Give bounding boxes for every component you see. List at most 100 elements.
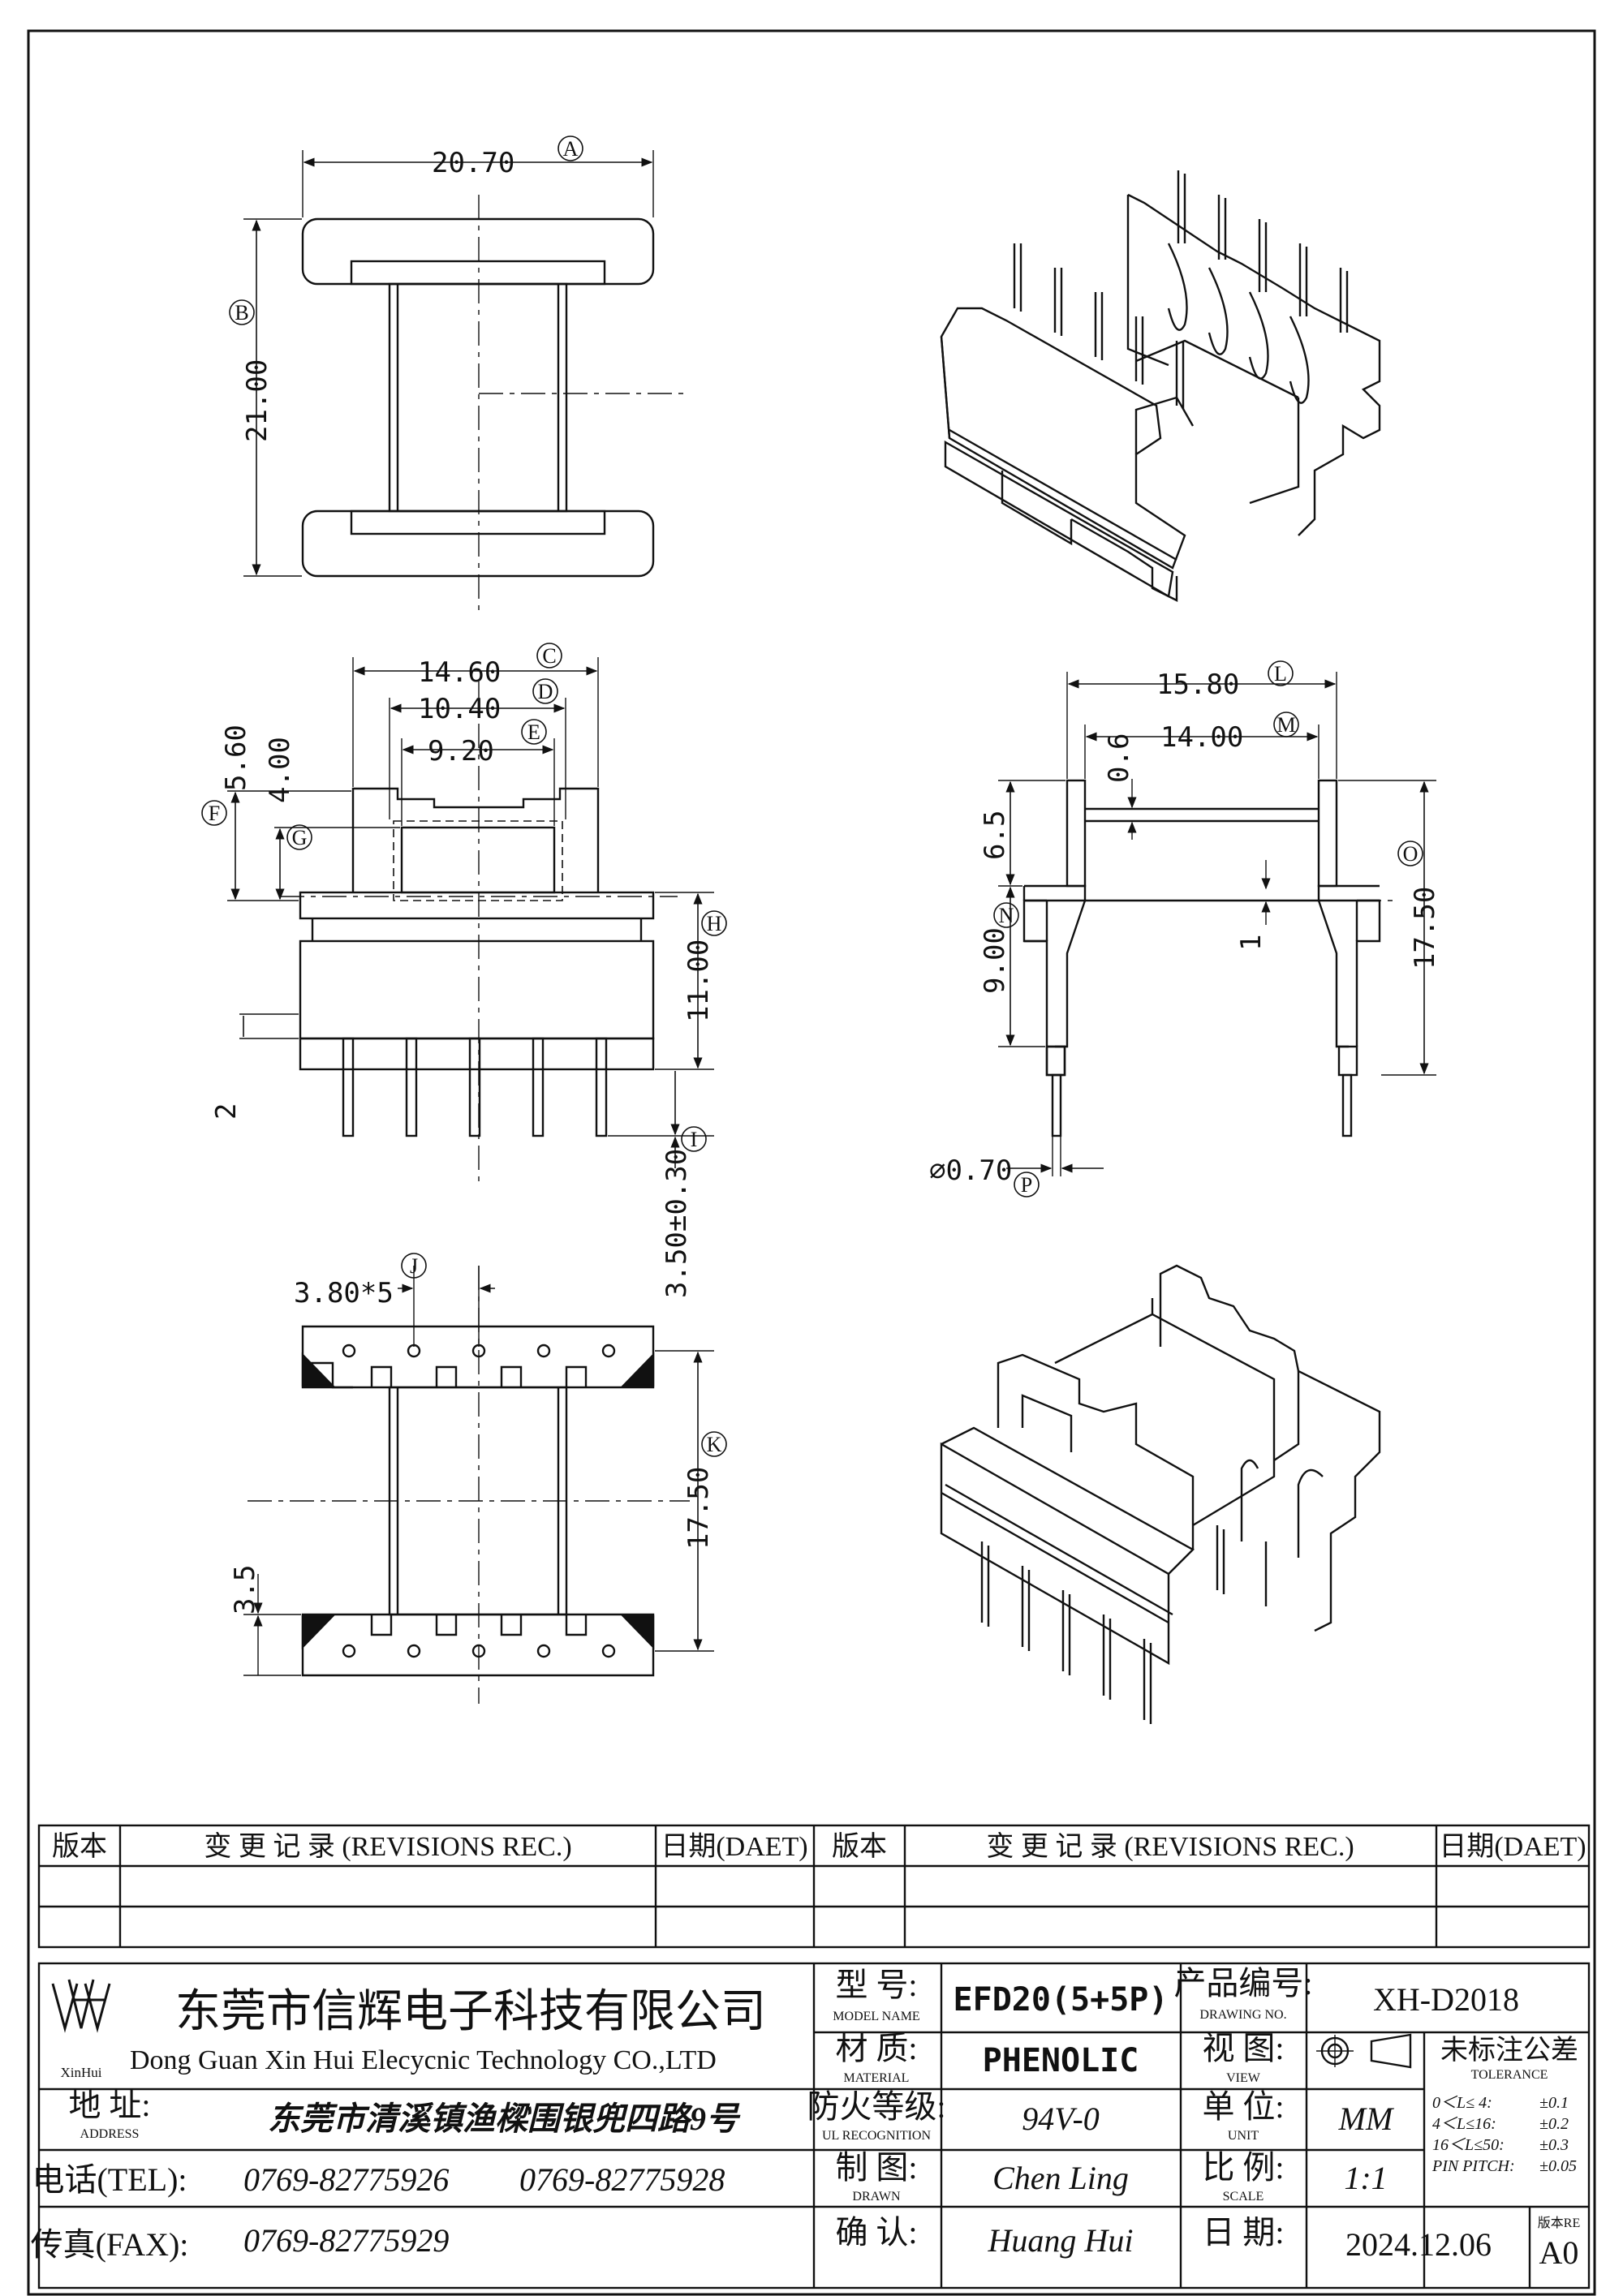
sheet-border — [27, 29, 1596, 2296]
scale-label-en: SCALE — [1223, 2190, 1264, 2204]
view-label: 视 图: — [1202, 2030, 1284, 2066]
drawn-label-en: DRAWN — [852, 2190, 901, 2204]
company-name-en: Dong Guan Xin Hui Elecycnic Technology C… — [130, 2045, 717, 2075]
unit-value: MM — [1338, 2100, 1395, 2137]
address-label: 地 址: — [68, 2087, 150, 2123]
view-label-en: VIEW — [1226, 2071, 1261, 2085]
top-view — [229, 135, 690, 617]
model-label: 型 号: — [835, 1967, 917, 2003]
dim-pin-offset: 2 — [210, 1103, 243, 1120]
date-label: 日 期: — [1202, 2214, 1284, 2251]
version-label: 版本RE — [1538, 2216, 1580, 2230]
dim-e-value: 9.20 — [428, 735, 494, 767]
company-logo — [51, 1979, 111, 2033]
dim-h-tag: H — [707, 912, 722, 935]
dim-g-tag: G — [292, 826, 308, 849]
dim-edge: 3.5 — [229, 1565, 261, 1615]
dim-n-value: 9.00 — [979, 927, 1011, 994]
tolerance-range: PIN PITCH: — [1431, 2157, 1515, 2175]
unit-label-en: UNIT — [1228, 2129, 1259, 2143]
unit-label: 单 位: — [1202, 2088, 1284, 2125]
drawn-label: 制 图: — [835, 2149, 917, 2186]
tel-label: 电话(TEL): — [32, 2161, 187, 2198]
isometric-view-pins-down — [940, 1264, 1381, 1724]
dim-f-tag: F — [209, 802, 220, 825]
drawing-no-value: XH-D2018 — [1373, 1981, 1519, 2018]
dim-f-value: 5.60 — [220, 724, 252, 791]
drawing-no-label: 产品编号: — [1173, 1965, 1312, 2001]
material-value: PHENOLIC — [983, 2042, 1139, 2079]
side-view — [993, 660, 1436, 1197]
ul-label-en: UL RECOGNITION — [822, 2129, 932, 2143]
ul-value: 94V-0 — [1022, 2100, 1100, 2137]
fax-value: 0769-82775929 — [243, 2222, 449, 2259]
front-view — [201, 643, 727, 1185]
title-block — [37, 1962, 1591, 2290]
drawn-value: Chen Ling — [992, 2160, 1129, 2196]
drawing-no-label-en: DRAWING NO. — [1199, 2008, 1286, 2022]
fax-label: 传真(FAX): — [31, 2226, 189, 2263]
dim-p-tag: P — [1021, 1173, 1032, 1197]
dim-flange: 6.5 — [979, 810, 1011, 860]
tolerance-range: 16＜L≤50: — [1432, 2136, 1505, 2154]
logo-text: XinHui — [61, 2065, 102, 2080]
tel-2: 0769-82775928 — [519, 2161, 725, 2198]
rev-version-header-1: 版本 — [52, 1831, 107, 1862]
isometric-view-pins-up — [940, 170, 1381, 602]
dim-m-value: 14.00 — [1160, 721, 1243, 754]
tolerance-value: ±0.3 — [1539, 2136, 1569, 2154]
dim-l-value: 15.80 — [1156, 669, 1239, 701]
rev-record-header-1: 变 更 记 录 (REVISIONS REC.) — [204, 1831, 571, 1862]
revisions-table — [37, 1824, 1591, 1949]
tolerance-value: ±0.2 — [1539, 2115, 1569, 2133]
scale-value: 1:1 — [1344, 2160, 1387, 2196]
dim-h-value: 11.00 — [682, 939, 715, 1022]
tolerance-range: 4＜L≤16: — [1432, 2115, 1496, 2133]
dim-c-tag: C — [542, 644, 556, 668]
dim-a-tag: A — [563, 137, 579, 161]
dim-step: 1 — [1235, 935, 1268, 951]
dim-o-tag: O — [1403, 842, 1419, 866]
rev-date-header-1: 日期(DAET) — [661, 1832, 807, 1862]
dim-i-value: 3.50±0.30 — [661, 1149, 693, 1298]
dim-a-value: 20.70 — [432, 147, 514, 179]
company-name-cn: 东莞市信辉电子科技有限公司 — [175, 1987, 766, 2037]
address-label-en: ADDRESS — [80, 2127, 140, 2141]
dim-o-value: 17.50 — [1409, 887, 1441, 970]
dim-k-tag: K — [707, 1433, 722, 1456]
tolerance-label-en: TOLERANCE — [1471, 2068, 1548, 2082]
tel-1: 0769-82775926 — [243, 2161, 449, 2198]
date-value: 2024.12.06 — [1345, 2226, 1492, 2263]
material-label: 材 质: — [835, 2030, 917, 2066]
dim-k-value: 17.50 — [682, 1467, 715, 1550]
dim-d-value: 10.40 — [418, 693, 501, 725]
scale-label: 比 例: — [1202, 2149, 1284, 2186]
dim-m-tag: M — [1276, 713, 1295, 737]
model-label-en: MODEL NAME — [833, 2010, 919, 2023]
dim-g-value: 4.00 — [264, 737, 296, 803]
dim-b-value: 21.00 — [241, 359, 273, 442]
tolerance-value: ±0.1 — [1539, 2094, 1569, 2112]
tolerance-range: 0＜L≤ 4: — [1432, 2094, 1492, 2112]
dim-j-value: 3.80*5 — [294, 1277, 394, 1309]
dim-e-tag: E — [527, 720, 540, 744]
dim-p-value: ⌀0.70 — [929, 1154, 1012, 1187]
ul-label: 防火等级: — [807, 2088, 945, 2125]
dim-n-tag: N — [999, 904, 1014, 927]
confirm-label: 确 认: — [835, 2214, 917, 2251]
dim-c-value: 14.60 — [418, 656, 501, 689]
version-value: A0 — [1539, 2234, 1579, 2271]
dim-l-tag: L — [1274, 662, 1287, 686]
address-value: 东莞市清溪镇渔樑围银兜四路9号 — [268, 2100, 741, 2137]
rev-version-header-2: 版本 — [832, 1831, 887, 1862]
confirm-value: Huang Hui — [988, 2222, 1134, 2259]
tolerance-value: ±0.05 — [1539, 2157, 1577, 2175]
model-value: EFD20(5+5P) — [954, 1981, 1169, 2019]
dim-b-tag: B — [235, 301, 248, 325]
rev-record-header-2: 变 更 记 录 (REVISIONS REC.) — [986, 1831, 1354, 1862]
dim-i-tag: I — [691, 1128, 698, 1151]
tolerance-label: 未标注公差 — [1440, 2035, 1578, 2066]
rev-date-header-2: 日期(DAET) — [1439, 1832, 1586, 1862]
